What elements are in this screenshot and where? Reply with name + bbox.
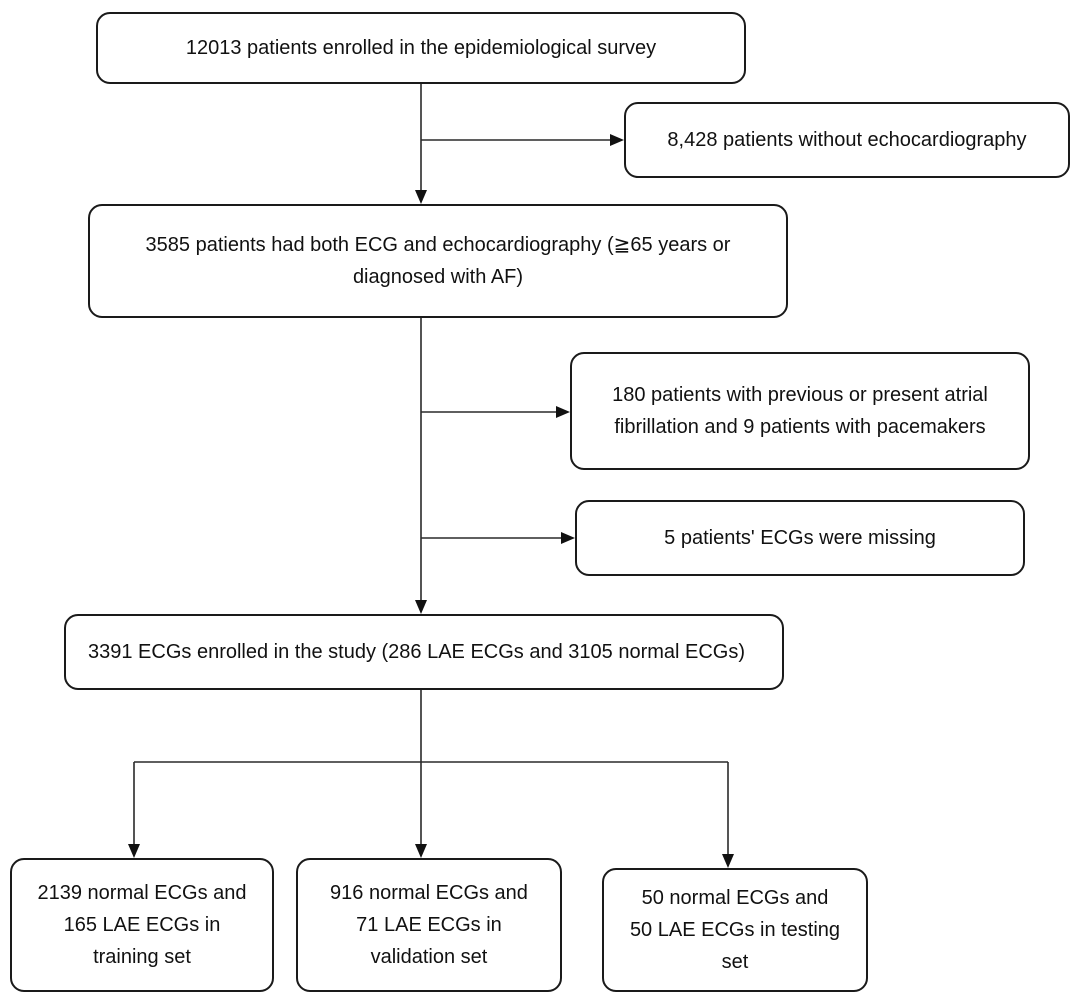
study-text: 3391 ECGs enrolled in the study (286 LAE… <box>88 641 746 663</box>
training-text-line1: 2139 normal ECGs and <box>37 882 247 904</box>
af-text-line2: fibrillation and 9 patients with pacemak… <box>614 416 986 438</box>
validation-set-box: 916 normal ECGs and 71 LAE ECGs in valid… <box>296 858 562 992</box>
af-pacemaker-box: 180 patients with previous or present at… <box>570 352 1030 470</box>
af-text-line1: 180 patients with previous or present at… <box>612 384 988 406</box>
training-set-box: 2139 normal ECGs and 165 LAE ECGs in tra… <box>10 858 274 992</box>
missing-text: 5 patients' ECGs were missing <box>664 527 936 549</box>
both-text-line2: diagnosed with AF) <box>352 266 524 288</box>
validation-text-line2: 71 LAE ECGs in <box>356 914 502 936</box>
both-text-line1: 3585 patients had both ECG and echocardi… <box>145 234 731 256</box>
arrowhead-to-validation <box>415 844 427 858</box>
arrowhead-to-missing <box>561 532 575 544</box>
testing-text-line3: set <box>721 951 749 973</box>
training-text-line2: 165 LAE ECGs in <box>63 914 221 936</box>
arrowhead-to-no-echo <box>610 134 624 146</box>
enrolled-text: 12013 patients enrolled in the epidemiol… <box>185 37 657 59</box>
arrowhead-both-to-study <box>415 600 427 614</box>
arrowhead-to-af <box>556 406 570 418</box>
no-echo-text: 8,428 patients without echocardiography <box>667 129 1027 151</box>
arrowhead-enrolled-to-both <box>415 190 427 204</box>
validation-text-line3: validation set <box>370 946 488 968</box>
testing-set-box: 50 normal ECGs and 50 LAE ECGs in testin… <box>602 868 868 992</box>
arrowhead-to-testing <box>722 854 734 868</box>
no-echo-box: 8,428 patients without echocardiography <box>624 102 1070 178</box>
missing-ecg-box: 5 patients' ECGs were missing <box>575 500 1025 576</box>
testing-text-line1: 50 normal ECGs and <box>641 887 829 909</box>
training-text-line3: training set <box>93 946 191 968</box>
both-ecg-echo-box: 3585 patients had both ECG and echocardi… <box>88 204 788 318</box>
testing-text-line2: 50 LAE ECGs in testing <box>629 919 841 941</box>
arrowhead-to-training <box>128 844 140 858</box>
validation-text-line1: 916 normal ECGs and <box>330 882 528 904</box>
enrolled-box: 12013 patients enrolled in the epidemiol… <box>96 12 746 84</box>
study-box: 3391 ECGs enrolled in the study (286 LAE… <box>64 614 784 690</box>
